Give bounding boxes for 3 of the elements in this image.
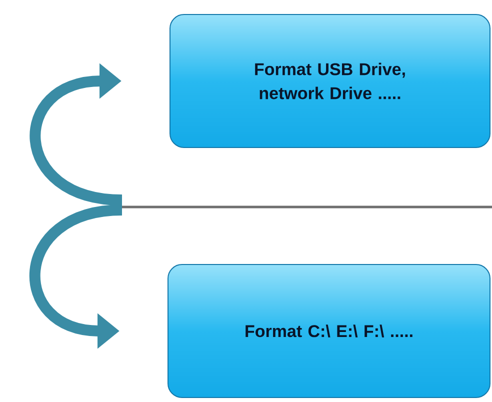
curved-arrow (30, 63, 122, 206)
process-box: Format USB Drive, network Drive ..... (170, 14, 490, 148)
process-box: Format C:\ E:\ F:\ ..... (168, 264, 490, 398)
